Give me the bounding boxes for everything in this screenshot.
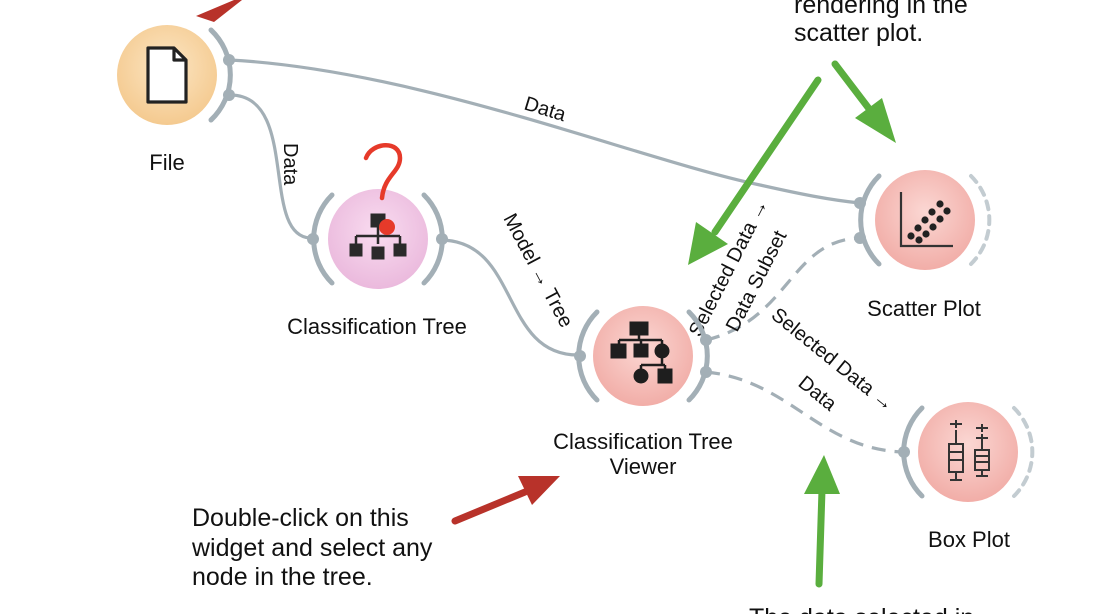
question-mark-annotation: ? (0, 0, 403, 235)
box-plot-widget[interactable]: Box Plot (898, 402, 1035, 552)
classification-tree-widget[interactable]: Classification Tree (287, 189, 467, 339)
annotation-left-line1: Double-click on this (192, 504, 409, 532)
scatter-plot-widget[interactable]: Scatter Plot (854, 170, 992, 321)
link-label-viewer-box-2: Data (794, 372, 841, 416)
tree-viewer-label-line2: Viewer (610, 454, 677, 479)
question-mark-text: ? (0, 0, 1, 1)
link-label-file-tree: Data (279, 143, 301, 186)
tree-viewer-label-line1: Classification Tree (553, 429, 733, 454)
annotation-left-line2: widget and select any (191, 534, 433, 562)
green-arrow-to-scatter-plot (831, 60, 896, 143)
scatter-plot-label: Scatter Plot (867, 296, 981, 321)
links-layer (229, 58, 905, 454)
red-arrow-to-tree-viewer (451, 476, 560, 525)
link-file-scatter[interactable] (229, 58, 861, 205)
annotation-top-line2: scatter plot. (794, 19, 923, 47)
document-icon (146, 46, 188, 104)
file-widget[interactable]: File (117, 25, 235, 175)
green-arrow-to-tree-viewer (688, 76, 822, 265)
file-label: File (149, 150, 184, 175)
link-label-file-scatter: Data (522, 93, 570, 127)
tree-viewer-icon (610, 321, 673, 384)
annotation-top-line1: rendering in the (794, 0, 968, 19)
link-viewer-scatter[interactable] (705, 236, 861, 342)
annotation-bottom-line1: The data selected in (749, 604, 974, 614)
tree-viewer-widget[interactable]: Classification Tree Viewer (553, 306, 733, 479)
boxplot-icon (948, 420, 990, 481)
annotation-left-line3: node in the tree. (192, 563, 373, 591)
box-plot-label: Box Plot (928, 527, 1010, 552)
link-viewer-box[interactable] (705, 370, 905, 454)
red-arrow-top-left (196, 0, 242, 22)
green-arrow-to-box-plot-link (804, 455, 840, 588)
tree-icon (349, 213, 407, 260)
link-tree-viewer[interactable] (439, 238, 579, 357)
link-file-classification-tree[interactable] (229, 93, 311, 240)
scatter-icon (899, 192, 953, 248)
classification-tree-label: Classification Tree (287, 314, 467, 339)
link-label-tree-viewer: Model → Tree (499, 210, 577, 331)
